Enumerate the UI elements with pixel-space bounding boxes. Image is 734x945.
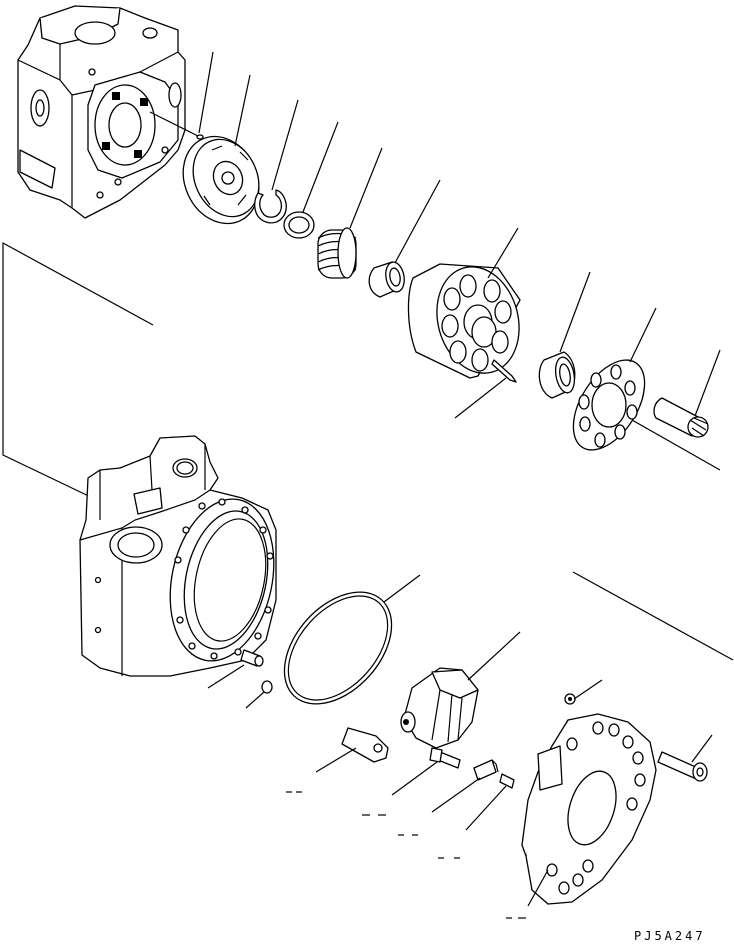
key-block xyxy=(432,760,498,812)
plug-small xyxy=(565,680,602,704)
o-ring xyxy=(263,572,420,725)
plug-ring xyxy=(246,681,272,708)
spacer-ring xyxy=(284,122,338,238)
spring xyxy=(318,148,382,278)
spherical-bushing xyxy=(539,272,590,398)
cylinder-block xyxy=(408,228,530,418)
bolt-large xyxy=(658,735,712,781)
valve-plate xyxy=(169,75,272,236)
valve-block xyxy=(18,6,185,218)
bolt-small xyxy=(392,748,460,795)
wedge-block xyxy=(316,728,388,772)
small-pin xyxy=(466,774,514,830)
snap-ring xyxy=(255,100,298,223)
drawing-code: PJ5A247 xyxy=(634,929,706,943)
swash-plate xyxy=(401,632,520,748)
dowel-pin xyxy=(208,650,263,688)
retainer-plate xyxy=(559,308,659,462)
assembly-guide-lines xyxy=(3,243,733,660)
collar xyxy=(369,180,440,297)
motor-case xyxy=(80,436,288,676)
piston xyxy=(654,350,720,437)
callout-marks xyxy=(286,792,526,918)
pin-part xyxy=(150,52,213,139)
end-cover xyxy=(522,714,656,906)
